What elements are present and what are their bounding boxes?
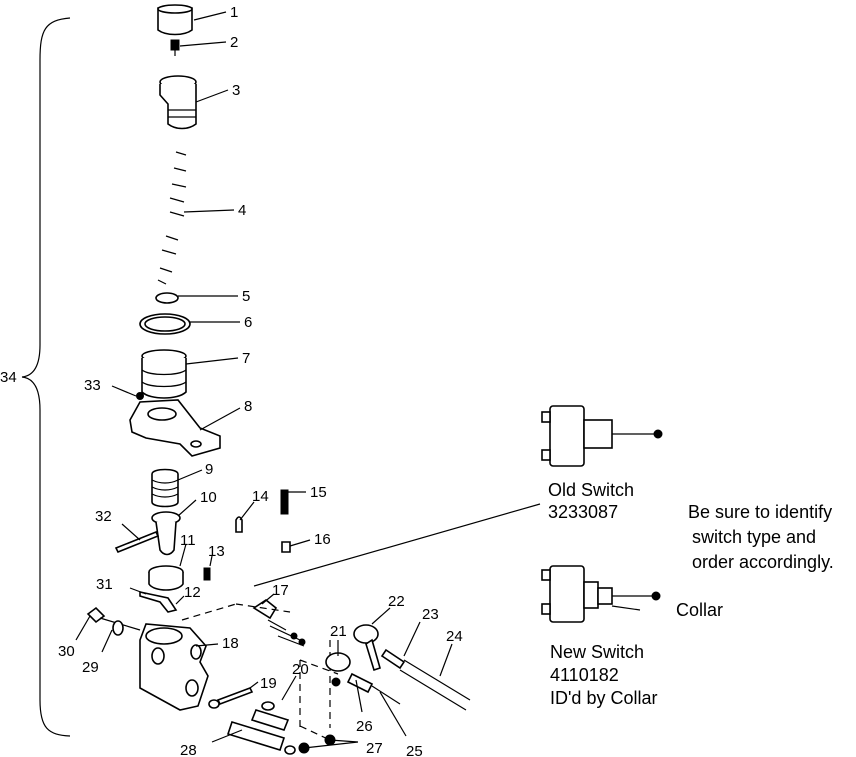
part-23-cable-end <box>380 648 406 670</box>
label-11: 11 <box>180 532 196 549</box>
label-21: 21 <box>330 623 347 640</box>
part-6-o-ring <box>139 313 191 335</box>
new-switch-drawing <box>541 565 661 623</box>
part-4-spring <box>157 151 187 285</box>
label-13: 13 <box>208 543 225 560</box>
label-24: 24 <box>446 628 463 645</box>
part-9-coil <box>151 468 179 508</box>
part-3-sleeve <box>159 75 197 130</box>
part-11-ring <box>148 565 184 591</box>
label-30: 30 <box>58 643 75 660</box>
old-switch-drawing <box>541 405 663 467</box>
leader-lines <box>75 11 541 749</box>
part-22-ball-joint <box>353 624 381 672</box>
label-9: 9 <box>205 461 213 478</box>
label-23: 23 <box>422 606 439 623</box>
new-switch-title: New Switch <box>550 642 644 662</box>
label-31: 31 <box>96 576 113 593</box>
new-switch-note: ID'd by Collar <box>550 688 657 708</box>
part-13-pin <box>203 567 211 581</box>
part-17-switch <box>252 599 306 647</box>
label-33: 33 <box>84 377 101 394</box>
part-25-cable <box>346 672 401 705</box>
label-5: 5 <box>242 288 250 305</box>
part-15-screw <box>280 489 289 515</box>
part-16-pin <box>281 541 291 553</box>
label-6: 6 <box>244 314 252 331</box>
new-switch-part-number: 4110182 <box>550 665 619 685</box>
part-18-housing <box>139 623 209 711</box>
instruction-line-3: order accordingly. <box>692 552 834 572</box>
label-26: 26 <box>356 718 373 735</box>
label-34: 34 <box>0 369 17 386</box>
label-29: 29 <box>82 659 99 676</box>
label-14: 14 <box>252 488 269 505</box>
part-27-nuts <box>298 734 336 754</box>
instruction-line-2: switch type and <box>692 527 816 547</box>
label-2: 2 <box>230 34 238 51</box>
assembly-brace <box>21 17 71 737</box>
label-3: 3 <box>232 82 240 99</box>
part-5-disc <box>155 292 179 304</box>
label-18: 18 <box>222 635 239 652</box>
part-8-flange <box>129 399 221 457</box>
part-31-clip <box>139 591 178 613</box>
label-1: 1 <box>230 4 238 21</box>
label-4: 4 <box>238 202 246 219</box>
part-21-screw <box>331 677 341 687</box>
label-28: 28 <box>180 742 197 757</box>
part-28-cylinder <box>226 701 296 755</box>
part-14-pin <box>235 516 243 533</box>
part-1-cap <box>157 4 193 36</box>
label-7: 7 <box>242 350 250 367</box>
instruction-line-1: Be sure to identify <box>688 502 832 522</box>
part-24-cable <box>399 659 471 711</box>
part-10-plunger <box>151 511 181 556</box>
label-27: 27 <box>366 740 383 757</box>
label-15: 15 <box>310 484 327 501</box>
part-7-bellows <box>141 349 187 399</box>
part-29-washer <box>112 620 124 636</box>
old-switch-part-number: 3233087 <box>548 502 618 522</box>
label-25: 25 <box>406 743 423 757</box>
part-19-screw <box>208 686 254 709</box>
label-10: 10 <box>200 489 217 506</box>
part-2-screw <box>170 39 180 56</box>
part-33-screw <box>136 392 144 400</box>
label-19: 19 <box>260 675 277 692</box>
label-32: 32 <box>95 508 112 525</box>
label-12: 12 <box>184 584 201 601</box>
old-switch-title: Old Switch <box>548 480 634 500</box>
label-20: 20 <box>292 661 309 678</box>
part-32-pin <box>114 530 160 554</box>
label-17: 17 <box>272 582 289 599</box>
label-22: 22 <box>388 593 405 610</box>
label-8: 8 <box>244 398 252 415</box>
label-16: 16 <box>314 531 331 548</box>
collar-label: Collar <box>676 600 723 620</box>
dashed-leader <box>181 603 339 741</box>
